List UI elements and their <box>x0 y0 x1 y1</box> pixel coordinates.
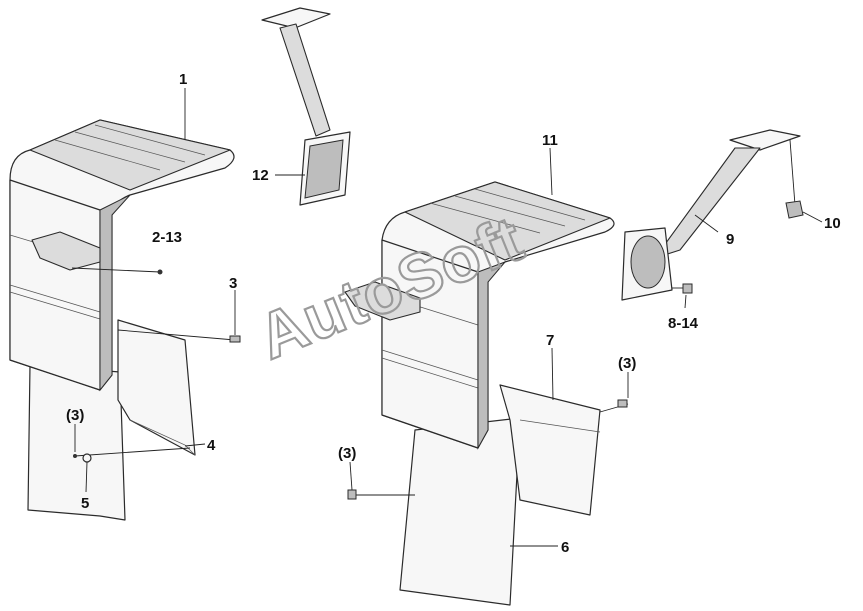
callout-10: 10 <box>824 215 841 232</box>
callout-leaders <box>74 88 823 547</box>
callout-1: 1 <box>179 71 187 88</box>
callout-3-left: 3 <box>229 275 237 292</box>
right-mud-flap <box>399 417 521 606</box>
mirror-arm-left <box>279 23 331 137</box>
left-fender-assembly <box>9 119 241 521</box>
callout-4: 4 <box>207 437 216 454</box>
callout-12: 12 <box>252 167 269 184</box>
callout-6: 6 <box>561 539 569 556</box>
callout-9: 9 <box>726 231 734 248</box>
mirror-arm-right <box>654 147 761 259</box>
right-flap-bracket <box>499 384 601 516</box>
left-flap-bracket <box>117 319 196 456</box>
callout-3-right-flap: (3) <box>338 445 356 462</box>
left-mud-flap <box>27 364 126 521</box>
callout-labels: 1 2-13 3 (3) 4 5 12 11 (3) 7 (3) 6 9 10 … <box>66 71 841 556</box>
callout-7: 7 <box>546 332 554 349</box>
callout-8-14: 8-14 <box>668 315 699 332</box>
callout-2-13: 2-13 <box>152 229 182 246</box>
callout-11: 11 <box>542 132 558 149</box>
callout-3-left-flap: (3) <box>66 407 84 424</box>
mirror-assembly-right <box>621 129 804 301</box>
callout-3-right-bracket: (3) <box>618 355 636 372</box>
callout-5: 5 <box>81 495 89 512</box>
right-fender-assembly <box>344 181 629 606</box>
mirror-assembly-left <box>261 7 351 206</box>
